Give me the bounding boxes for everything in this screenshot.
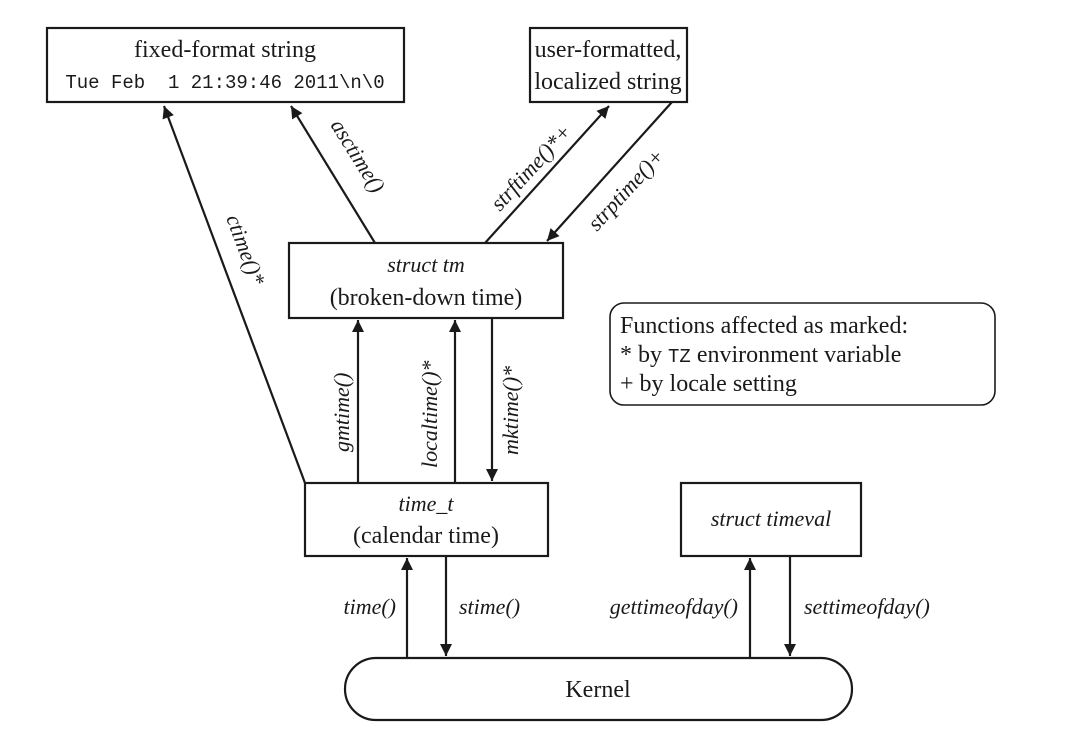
edge-label-stime: stime()	[459, 594, 520, 619]
time-t-line2: (calendar time)	[353, 523, 499, 549]
node-fixed-format-string: fixed-format string Tue Feb 1 21:39:46 2…	[45, 26, 406, 104]
edge-gmtime: gmtime()	[329, 320, 364, 483]
edge-strptime: strptime()+	[546, 101, 673, 242]
edge-label-mktime: mktime()*	[498, 366, 523, 455]
edge-asctime: asctime()	[290, 105, 391, 244]
edge-label-gettimeofday: gettimeofday()	[610, 594, 738, 619]
node-struct-tm: struct tm (broken-down time)	[287, 241, 565, 320]
fixed-string-example: Tue Feb 1 21:39:46 2011\n\0	[65, 72, 384, 94]
edge-label-settimeofday: settimeofday()	[804, 594, 930, 619]
struct-tm-line2: (broken-down time)	[330, 285, 523, 311]
legend-title: Functions affected as marked:	[620, 313, 908, 339]
edge-stime: stime()	[440, 556, 520, 656]
struct-tm-line1: struct tm	[387, 252, 465, 277]
legend-star: * by TZ environment variable	[620, 342, 901, 368]
edge-label-strptime: strptime()+	[582, 144, 669, 236]
edge-label-asctime: asctime()	[326, 114, 391, 197]
node-user-formatted-string: user-formatted, localized string	[528, 26, 689, 104]
edge-settimeofday: settimeofday()	[784, 556, 930, 656]
edge-label-time: time()	[343, 594, 396, 619]
edge-mktime: mktime()*	[486, 318, 523, 481]
node-struct-timeval: struct timeval	[679, 481, 863, 558]
kernel-label: Kernel	[565, 677, 631, 703]
edge-time: time()	[343, 558, 413, 658]
edge-ctime: ctime()*	[162, 105, 307, 484]
edge-label-gmtime: gmtime()	[329, 373, 354, 452]
edge-label-localtime: localtime()*	[417, 360, 442, 468]
legend-plus: + by locale setting	[620, 371, 797, 397]
edge-label-strftime: strftime()*+	[485, 119, 576, 215]
edge-localtime: localtime()*	[417, 320, 461, 483]
fixed-string-title: fixed-format string	[134, 37, 316, 63]
user-string-line1: user-formatted,	[535, 37, 682, 63]
user-string-line2: localized string	[534, 69, 681, 95]
legend: Functions affected as marked: * by TZ en…	[609, 302, 996, 406]
timeval-label: struct timeval	[711, 506, 831, 531]
edge-gettimeofday: gettimeofday()	[610, 558, 756, 658]
time-t-line1: time_t	[399, 491, 455, 516]
node-kernel: Kernel	[343, 656, 854, 722]
node-time-t: time_t (calendar time)	[303, 481, 550, 558]
